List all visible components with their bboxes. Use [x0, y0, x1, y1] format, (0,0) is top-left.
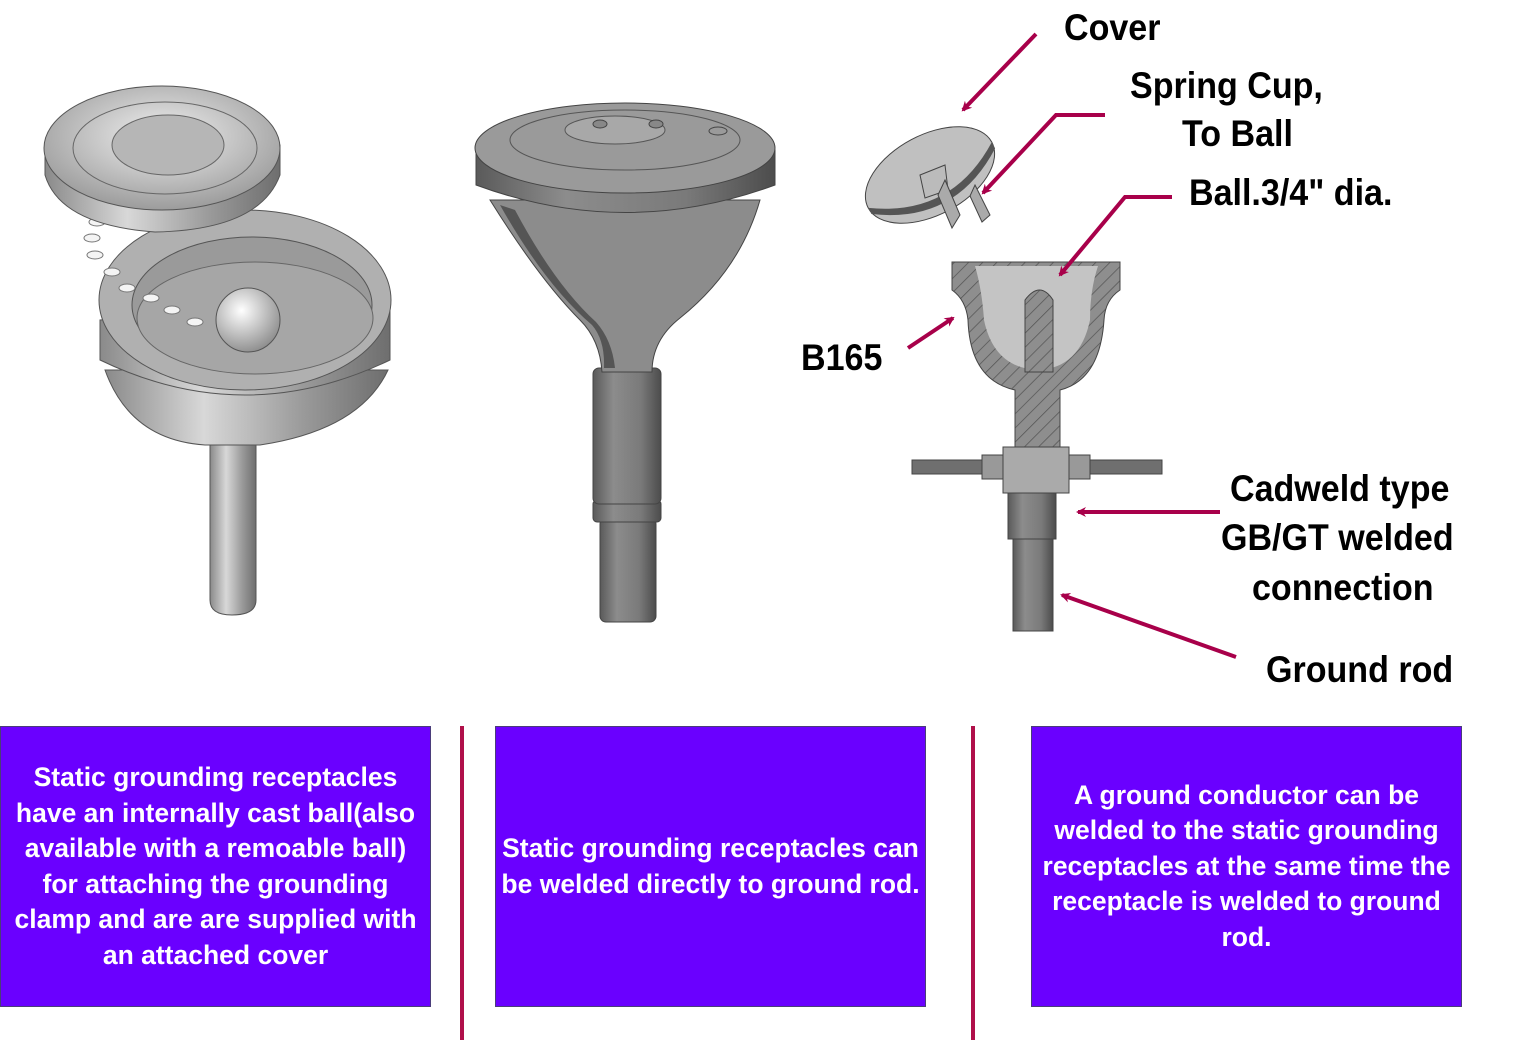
label-spring-cup-line1: Spring Cup, — [1130, 65, 1323, 106]
illustrations-canvas — [43, 32, 1237, 659]
label-cadweld-line1: Cadweld type — [1230, 468, 1450, 509]
label-ground-rod: Ground rod — [1266, 649, 1454, 690]
caption-box-conductor-weld: A ground conductor can be welded to the … — [1031, 726, 1462, 1007]
label-ball: Ball.3/4" dia. — [1189, 172, 1393, 213]
caption-box-welded-to-rod: Static grounding receptacles can be weld… — [495, 726, 926, 1007]
cutaway-assembly-illustration — [864, 126, 1163, 632]
ground-rod-arrow-icon — [1060, 592, 1237, 659]
receptacle-welded-illustration — [474, 102, 776, 623]
spring-cup-arrow-icon — [981, 113, 1105, 195]
receptacle-with-cover-illustration — [43, 85, 392, 616]
ball-arrow-icon — [1058, 195, 1172, 277]
cover-arrow-icon — [961, 32, 1038, 112]
divider-line — [460, 726, 464, 1040]
caption-text: A ground conductor can be welded to the … — [1042, 779, 1451, 952]
label-cadweld-line2: GB/GT welded — [1221, 517, 1454, 558]
b165-arrow-icon — [906, 316, 955, 350]
caption-box-cast-ball: Static grounding receptacles have an int… — [0, 726, 431, 1007]
label-cadweld-line3: connection — [1252, 567, 1434, 608]
label-spring-cup-line2: To Ball — [1182, 113, 1293, 154]
caption-text: Static grounding receptacles can be weld… — [501, 833, 920, 899]
label-b165: B165 — [801, 337, 883, 378]
divider-line — [971, 726, 975, 1040]
caption-text: Static grounding receptacles have an int… — [14, 762, 417, 970]
label-cover: Cover — [1064, 7, 1161, 48]
callout-arrows — [906, 32, 1237, 659]
